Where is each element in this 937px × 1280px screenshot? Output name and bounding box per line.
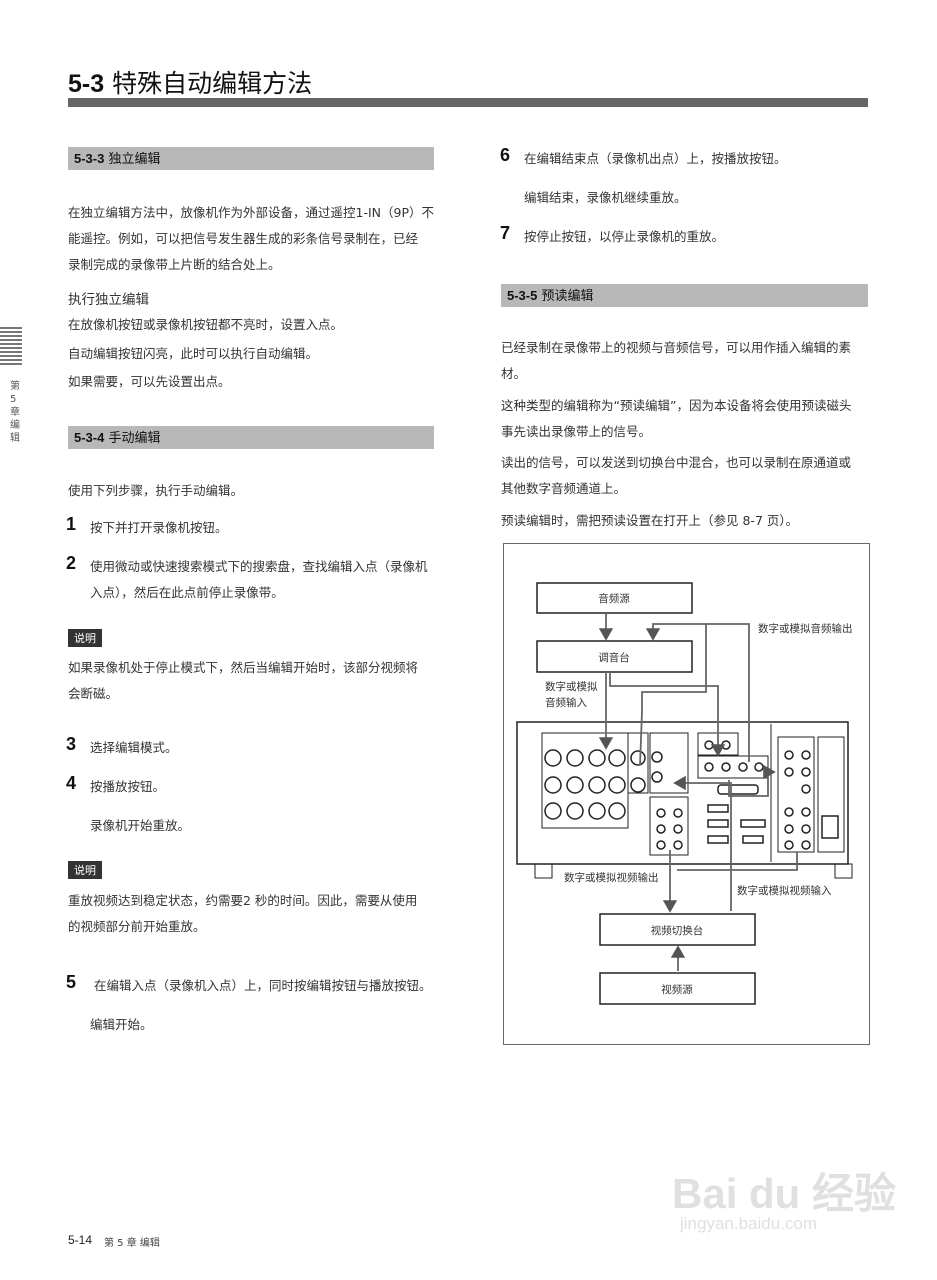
video-input-label: 数字或模拟视频输入 — [737, 884, 832, 897]
step-result: 录像机开始重放。 — [90, 818, 191, 833]
section-header-5-3-4: 5-3-4 手动编辑 — [68, 426, 434, 449]
step-text: 使用微动或快速搜索模式下的搜索盘，查找编辑入点（录像机 — [90, 559, 428, 574]
connection-diagram: 音频源 调音台 视频切换台 视频源 数字或模拟 音频输入 数字或模拟音频输出 数… — [503, 543, 870, 1045]
diagram-frame — [503, 543, 870, 1045]
paragraph-line: 在放像机按钮或录像机按钮都不亮时，设置入点。 — [68, 317, 344, 332]
step-text: 入点），然后在此点前停止录像带。 — [90, 585, 284, 600]
paragraph-line: 录制完成的录像带上片断的结合处上。 — [68, 257, 281, 272]
step-text: 按下并打开录像机按钮。 — [90, 520, 228, 535]
paragraph-line: 在独立编辑方法中，放像机作为外部设备，通过遥控1-IN（9P）不 — [68, 205, 434, 220]
page-title: 5-3 特殊自动编辑方法 — [68, 69, 313, 98]
page-number: 5-14 — [68, 1233, 93, 1247]
chapter-tab-lines — [0, 327, 22, 367]
signal-lines — [598, 613, 798, 971]
section-header-5-3-3: 5-3-3 独立编辑 — [68, 147, 434, 170]
step-text: 在编辑入点（录像机入点）上，同时按编辑按钮与播放按钮。 — [94, 978, 432, 993]
chapter-tab-label: 第5章 编辑 — [10, 381, 20, 444]
note-text: 如果录像机处于停止模式下，然后当编辑开始时，该部分视频将 — [68, 660, 419, 675]
step-number: 7 — [500, 223, 511, 243]
intro-text: 使用下列步骤，执行手动编辑。 — [68, 483, 244, 498]
vtr-rear-panel — [516, 721, 853, 879]
step-text: 选择编辑模式。 — [90, 740, 178, 755]
audio-output-label: 数字或模拟音频输出 — [758, 622, 853, 635]
audio-input-label-2: 音频输入 — [545, 696, 587, 709]
switcher-label: 视频切换台 — [651, 924, 704, 937]
video-output-label: 数字或模拟视频输出 — [564, 871, 659, 884]
audio-source-label: 音频源 — [598, 592, 630, 605]
note-text: 会断磁。 — [68, 686, 119, 701]
paragraph-line: 自动编辑按钮闪亮，此时可以执行自动编辑。 — [68, 346, 319, 361]
note-badge: 说明 — [68, 861, 102, 879]
title-rule — [68, 98, 868, 107]
video-source-box — [599, 972, 756, 1005]
mixer-label: 调音台 — [598, 651, 630, 664]
footer-chapter: 第 5 章 编辑 — [104, 1238, 160, 1249]
audio-source-box — [536, 582, 693, 614]
note-text: 的视频部分前开始重放。 — [68, 919, 206, 934]
step-text: 按播放按钮。 — [90, 779, 166, 794]
step-number: 2 — [66, 553, 77, 573]
paragraph-line: 读出的信号，可以发送到切换台中混合，也可以录制在原通道或 — [501, 455, 852, 470]
step-number: 3 — [66, 734, 77, 754]
paragraph-line: 如果需要，可以先设置出点。 — [68, 374, 231, 389]
section-header-5-3-5: 5-3-5 预读编辑 — [501, 284, 868, 307]
connectors — [544, 740, 839, 850]
switcher-box — [599, 913, 756, 946]
step-number: 6 — [500, 145, 511, 165]
note-text: 重放视频达到稳定状态，约需要2 秒的时间。因此，需要从使用 — [68, 893, 418, 908]
step-text: 按停止按钮，以停止录像机的重放。 — [524, 229, 725, 244]
paragraph-line: 其他数字音频通道上。 — [501, 481, 627, 496]
step-text: 在编辑结束点（录像机出点）上，按播放按钮。 — [524, 151, 787, 166]
step-number: 5 — [66, 972, 77, 992]
mixer-box — [536, 640, 693, 673]
step-result: 编辑开始。 — [90, 1017, 153, 1032]
watermark-url: jingyan.baidu.com — [680, 1214, 818, 1233]
step-result: 编辑结束，录像机继续重放。 — [524, 190, 687, 205]
video-source-label: 视频源 — [661, 983, 693, 996]
paragraph-line: 事先读出录像带上的信号。 — [501, 424, 652, 439]
baidu-jingyan-logo: Bai du 经验 — [672, 1170, 897, 1217]
paragraph-line: 能遥控。例如，可以把信号发生器生成的彩条信号录制在，已经 — [68, 231, 419, 246]
paragraph-line: 材。 — [501, 366, 527, 381]
paragraph-line: 预读编辑时，需把预读设置在打开上（参见 8-7 页）。 — [501, 513, 799, 528]
audio-input-label-1: 数字或模拟 — [545, 680, 598, 693]
paragraph-line: 这种类型的编辑称为“预读编辑”，因为本设备将会使用预读磁头 — [501, 398, 852, 413]
step-number: 1 — [66, 514, 77, 534]
subheading: 执行独立编辑 — [68, 292, 149, 308]
paragraph-line: 已经录制在录像带上的视频与音频信号，可以用作插入编辑的素 — [501, 340, 852, 355]
step-number: 4 — [66, 773, 77, 793]
note-badge: 说明 — [68, 629, 102, 647]
